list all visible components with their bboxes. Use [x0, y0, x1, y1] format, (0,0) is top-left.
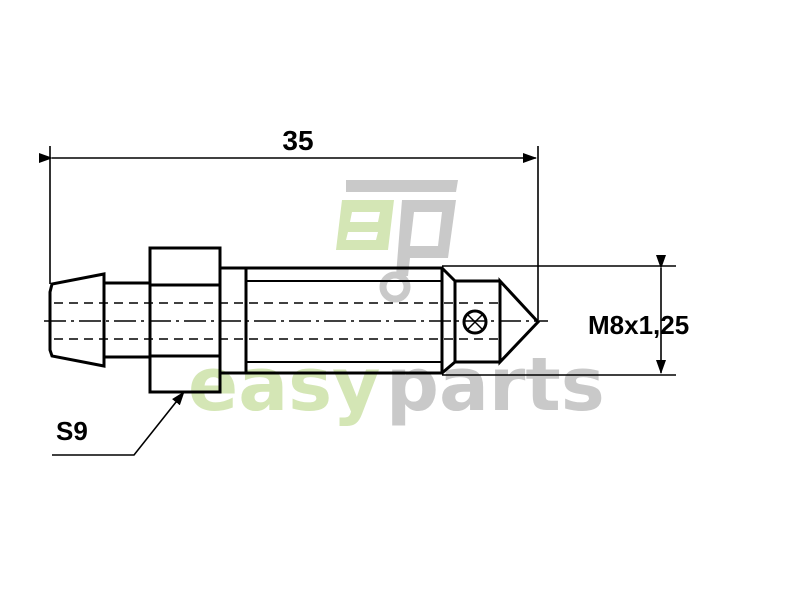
watermark-word-parts: parts: [386, 342, 605, 428]
thread-value-label: M8x1,25: [588, 310, 689, 340]
cross-hole: [462, 309, 488, 335]
length-dimension: [39, 146, 539, 320]
cross-hole-mark: [467, 314, 483, 330]
length-value-label: 35: [282, 125, 313, 156]
ep-logo: [336, 180, 458, 303]
thread-chamfer-top: [440, 266, 457, 283]
thread-chamfer-bottom: [441, 360, 456, 375]
wrench-size-leader: [52, 391, 185, 456]
collar: [220, 266, 246, 375]
thread-dimension: [442, 255, 676, 376]
nipple-shank: [102, 281, 150, 359]
tip-neck: [453, 279, 500, 364]
hose-nipple: [48, 272, 106, 368]
watermark: easy parts: [188, 180, 605, 428]
wrench-size-label: S9: [56, 416, 88, 446]
hex-nut: [148, 246, 222, 394]
